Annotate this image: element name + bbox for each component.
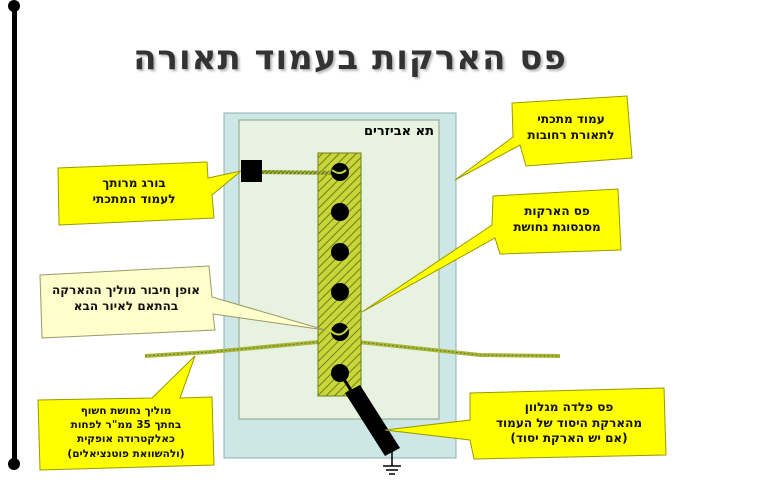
- welded-bolt: [241, 160, 262, 182]
- callout-bare-conductor: מוליך נחושת חשוף בחתך 35 ממ"ר לפחות כאלק…: [67, 405, 185, 460]
- callout-bare-conductor-shape: [37, 355, 215, 471]
- galvanized-steel-strip: [345, 385, 400, 456]
- cabinet-label: תא אביזרים: [363, 124, 434, 139]
- left-border-dot-top: [8, 0, 20, 12]
- callout-grounding-bar: פס הארקות מסגסוגת נחושת: [513, 204, 601, 234]
- grounding-bar: [317, 152, 362, 397]
- callout-metal-pole: עמוד מתכתי לתאורת רחובות: [527, 112, 615, 142]
- ground-symbol-icon: [383, 452, 401, 475]
- left-border-dot-bottom: [8, 458, 20, 470]
- bolt-connector-wire: [261, 170, 341, 175]
- callout-steel-strip: פס פלדה מגלוון מהארקת היסוד של העמוד (אם…: [495, 400, 642, 446]
- left-border-line: [12, 4, 17, 466]
- callout-metal-pole-shape: [454, 95, 633, 181]
- callout-welded-bolt: בורג מרותך לעמוד המתכתי: [92, 176, 176, 206]
- callout-steel-strip-shape: [384, 387, 667, 460]
- callout-connection-method-shape: [39, 265, 326, 339]
- callout-welded-bolt-shape: [57, 161, 242, 226]
- page-title: פס הארקות בעמוד תאורה: [133, 38, 567, 78]
- callout-connection-method: אופן חיבור מוליך ההארקה בהתאם לאיור הבא: [52, 283, 200, 313]
- callout-grounding-bar-shape: [361, 188, 622, 313]
